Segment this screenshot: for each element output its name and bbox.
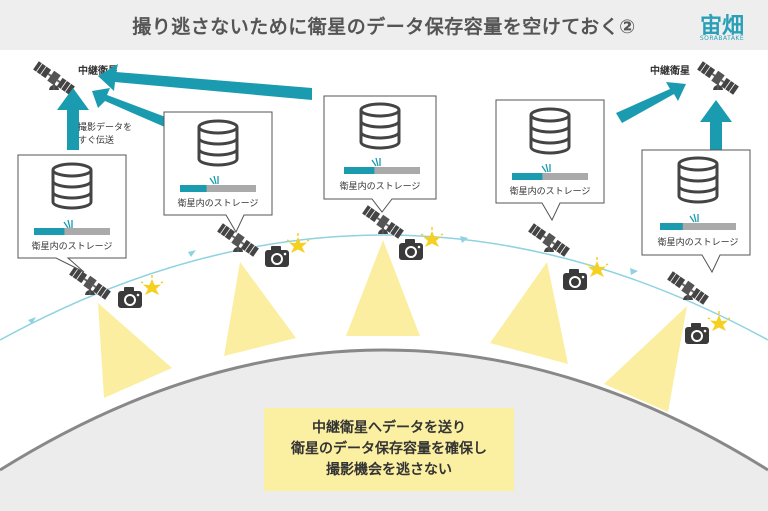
write-spark <box>209 175 219 185</box>
transfer-note-line: 撮影データを <box>78 121 132 133</box>
storage-label: 衛星内のストレージ <box>658 236 739 248</box>
storage-bar-fill <box>34 228 65 235</box>
storage-callout: 衛星内のストレージ <box>495 99 605 222</box>
storage-label: 衛星内のストレージ <box>340 180 421 192</box>
write-spark <box>541 163 551 173</box>
flash-icon <box>707 310 731 332</box>
flash-icon <box>420 226 444 248</box>
callout-frame <box>17 154 127 273</box>
storage-bar-bg <box>180 185 256 192</box>
message-line: 撮影機会を逃さない <box>326 462 452 478</box>
relay-satellite-icon <box>696 59 740 97</box>
write-spark <box>371 157 381 167</box>
relay-satellite-label: 中継衛星 <box>650 64 690 77</box>
callout-frame <box>163 111 273 234</box>
storage-bar-fill <box>660 223 683 230</box>
satellite-icon <box>68 264 112 302</box>
storage-bar-fill <box>512 173 543 180</box>
camera-icon <box>265 246 289 267</box>
flash-icon <box>140 274 164 296</box>
arrow-icon <box>98 64 312 100</box>
page-title: 撮り逃さないために衛星のデータ保存容量を空けておく② <box>132 16 636 38</box>
title-bar: 撮り逃さないために衛星のデータ保存容量を空けておく② 宙畑 SORABATAKE <box>0 0 768 50</box>
storage-callouts: 衛星内のストレージ 衛星内のストレージ 衛星内のストレージ <box>17 95 751 274</box>
storage-label: 衛星内のストレージ <box>510 185 591 197</box>
storage-callout: 衛星内のストレージ <box>641 149 751 274</box>
storage-bar-bg <box>512 173 588 180</box>
storage-label: 衛星内のストレージ <box>178 197 259 209</box>
transfer-note-line: すぐ伝送 <box>78 134 114 146</box>
arrow-icon <box>700 100 732 150</box>
database-icon <box>677 156 719 204</box>
callout-frame <box>323 95 437 213</box>
callout-frame <box>641 149 751 274</box>
message-line: 衛星のデータ保存容量を確保し <box>291 441 487 457</box>
observation-beam <box>604 306 687 412</box>
earth-horizon <box>0 348 768 472</box>
orbit-direction-arrow <box>460 236 468 243</box>
relay-satellite-icon <box>32 59 76 97</box>
camera-icon <box>563 269 587 290</box>
storage-callout: 衛星内のストレージ <box>323 95 437 213</box>
storage-bar-fill <box>180 185 207 192</box>
observation-beam <box>98 303 172 398</box>
observation-beam <box>346 240 420 336</box>
camera-icon <box>118 287 142 308</box>
orbit-direction-arrow <box>28 317 36 324</box>
database-icon <box>529 107 571 155</box>
message-box: 中継衛星へデータを送り 衛星のデータ保存容量を確保し 撮影機会を逃さない <box>264 408 514 491</box>
database-icon <box>51 162 93 210</box>
flash-icon <box>286 232 310 254</box>
camera-icon <box>399 239 423 260</box>
callout-frame <box>495 99 605 222</box>
storage-bar-fill <box>344 167 375 174</box>
logo: 宙畑 SORABATAKE <box>692 8 752 44</box>
orbit-direction-arrow <box>630 268 638 275</box>
satellite-icon <box>527 221 571 259</box>
write-spark <box>689 213 699 223</box>
message-line: 中継衛星へデータを送り <box>312 420 466 436</box>
orbit-line <box>0 234 768 341</box>
camera-icon <box>685 323 709 344</box>
observation-beam <box>490 262 568 364</box>
storage-bar-bg <box>660 223 736 230</box>
flash-icon <box>585 256 609 278</box>
write-spark <box>63 219 73 229</box>
logo-subtext: SORABATAKE <box>699 35 745 42</box>
arrow-icon <box>616 82 686 123</box>
storage-callout: 衛星内のストレージ <box>17 154 127 273</box>
logo-text: 宙畑 <box>699 14 744 39</box>
database-icon <box>359 102 401 150</box>
storage-bar-bg <box>34 228 110 235</box>
arrow-icon <box>57 88 89 150</box>
storage-label: 衛星内のストレージ <box>32 240 113 252</box>
observation-beam <box>224 262 296 356</box>
storage-callout: 衛星内のストレージ <box>163 111 273 234</box>
database-icon <box>197 119 239 167</box>
storage-bar-bg <box>344 167 420 174</box>
orbit-direction-arrow <box>188 250 196 257</box>
